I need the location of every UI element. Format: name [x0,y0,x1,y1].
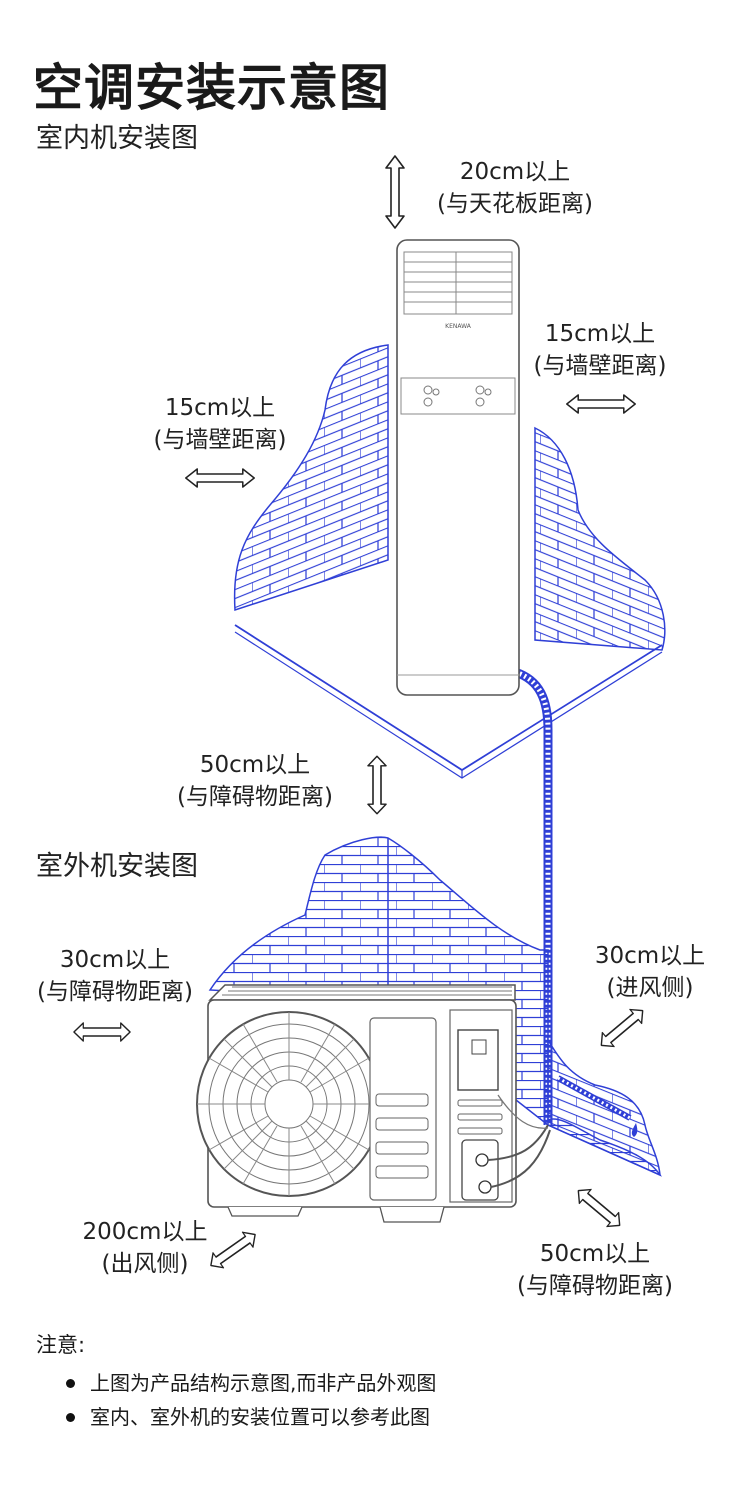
label-between-desc: (与障碍物距离) [177,784,333,810]
outdoor-unit [196,984,551,1223]
label-between: 50cm以上 (与障碍物距离) [150,749,360,813]
arrow-indoor-right [565,394,637,414]
indoor-right-wall [534,426,666,651]
label-outdoor-left-value: 30cm以上 [59,947,171,973]
label-between-value: 50cm以上 [199,752,311,778]
label-outdoor-back: 50cm以上 (与障碍物距离) [490,1238,700,1302]
arrow-indoor-left [185,468,255,488]
label-outdoor-back-value: 50cm以上 [539,1241,651,1267]
note-item: 室内、室外机的安装位置可以参考此图 [60,1400,436,1434]
notes-title: 注意: [36,1333,86,1357]
label-indoor-right-desc: (与墙壁距离) [533,353,667,379]
label-outdoor-back-desc: (与障碍物距离) [517,1273,673,1299]
indoor-heading: 室内机安装图 [36,123,198,154]
label-outdoor-front-value: 200cm以上 [82,1219,208,1245]
arrow-outdoor-back [571,1183,627,1233]
label-indoor-left-desc: (与墙壁距离) [153,427,287,453]
refrigerant-pipe [513,667,553,1125]
label-indoor-right: 15cm以上 (与墙壁距离) [510,318,690,382]
label-outdoor-left: 30cm以上 (与障碍物距离) [10,944,220,1008]
label-indoor-right-value: 15cm以上 [544,321,656,347]
indoor-left-wall [233,344,389,612]
label-outdoor-left-desc: (与障碍物距离) [37,979,193,1005]
arrow-outdoor-left [73,1022,131,1042]
indoor-unit: KENAWA [396,239,520,696]
label-outdoor-front-desc: (出风侧) [101,1251,189,1277]
arrow-between [367,755,387,815]
label-outdoor-right-desc: (进风侧) [606,975,694,1001]
note-item: 上图为产品结构示意图,而非产品外观图 [60,1366,436,1400]
label-indoor-top-value: 20cm以上 [459,159,571,185]
label-indoor-top-desc: (与天花板距离) [437,191,593,217]
bullet-icon [66,1379,75,1388]
page-title: 空调安装示意图 [33,59,390,117]
note-text: 上图为产品结构示意图,而非产品外观图 [90,1371,437,1395]
label-indoor-left: 15cm以上 (与墙壁距离) [130,392,310,456]
indoor-brand: KENAWA [445,323,472,330]
label-outdoor-right-value: 30cm以上 [594,943,706,969]
outdoor-heading: 室外机安装图 [36,851,198,882]
note-text: 室内、室外机的安装位置可以参考此图 [90,1405,430,1429]
arrow-outdoor-right [594,1003,650,1053]
outdoor-right-wall [547,1037,661,1177]
label-indoor-left-value: 15cm以上 [164,395,276,421]
label-outdoor-front: 200cm以上 (出风侧) [60,1216,230,1280]
arrow-indoor-top [385,155,405,229]
notes-list: 上图为产品结构示意图,而非产品外观图 室内、室外机的安装位置可以参考此图 [60,1366,436,1434]
outdoor-fan-grille [196,1011,382,1197]
indoor-room [233,344,666,779]
wall-pipe-outlet [556,1075,638,1137]
bullet-icon [66,1413,75,1422]
label-outdoor-right: 30cm以上 (进风侧) [570,940,730,1004]
label-indoor-top: 20cm以上 (与天花板距离) [415,156,615,220]
